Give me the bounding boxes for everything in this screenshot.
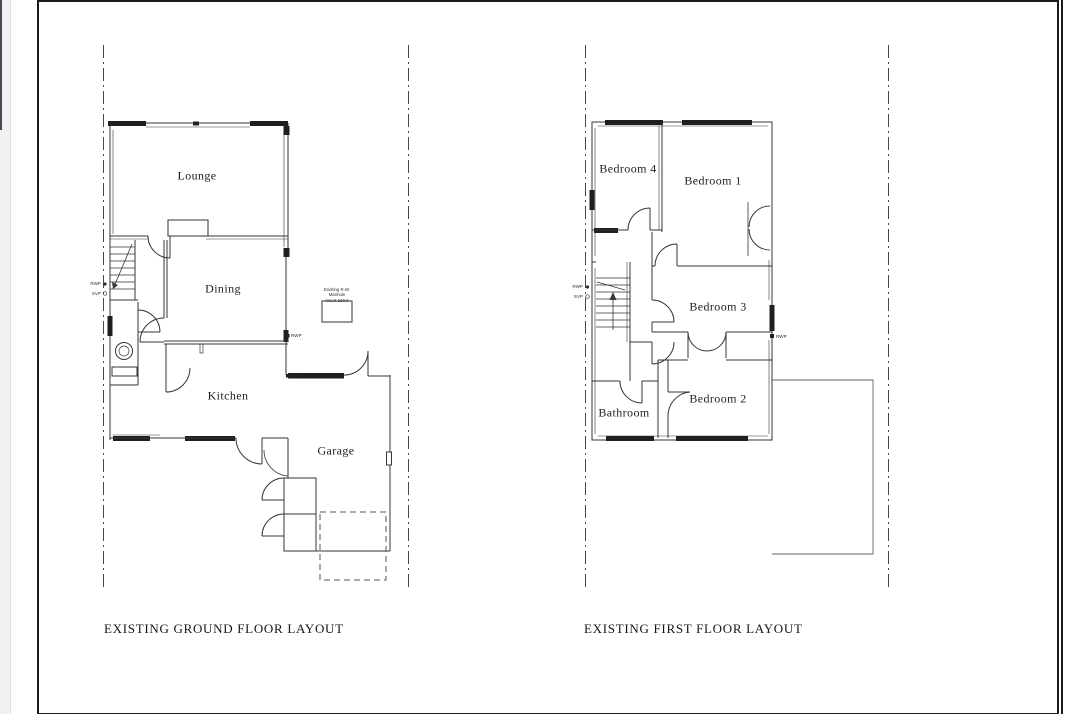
door-bedroom1 [654,243,678,267]
first-floor-caption: EXISTING FIRST FLOOR LAYOUT [584,621,803,636]
manhole-symbol [321,300,353,323]
staircase-first [596,277,630,330]
svp-marker [102,291,108,296]
staircase-ground [110,240,139,385]
dashed-outline [319,511,387,581]
svp-marker [585,294,590,299]
door-kitchen [165,367,191,393]
door-bedroom3 [651,299,675,323]
rwp-label: RWP [90,281,101,286]
door-bedroom2 [667,391,691,417]
svp-label: SVP [91,290,101,296]
door-landing [651,341,675,365]
svp-label: SVP [573,293,583,299]
manhole-note-line2: Invert 100.0 [325,297,349,303]
room-label-bedroom3: Bedroom 3 [689,299,747,314]
toilet-symbol [111,342,138,377]
page-margin-strip [0,0,11,714]
cupboard-doors [687,331,727,352]
room-label-garage: Garage [317,443,355,458]
rwp-marker [103,282,107,286]
chimney-breast [167,219,209,237]
room-label-bedroom2: Bedroom 2 [689,391,747,406]
garage-roof-outline [772,379,874,555]
rwp-marker [585,285,590,289]
door-rear [235,437,263,465]
rwp-label: RWP [572,284,583,289]
first-floor-drawing [585,45,889,590]
door-bedroom4 [627,207,651,231]
room-label-kitchen: Kitchen [207,388,249,403]
manhole-note: Existing R.W. Manhole Invert 100.0 [315,287,359,303]
rwp-label: RWP [776,334,787,339]
drawing-sheet-border-outer [1061,0,1063,714]
rwp-label: RWP [291,333,302,338]
manhole-note-line1: Existing R.W. Manhole [323,287,351,298]
door-dining [139,317,165,343]
room-label-lounge: Lounge [177,168,217,183]
room-label-bedroom1: Bedroom 1 [684,173,742,188]
page-margin-edge [0,0,2,130]
door-bathroom [619,380,643,404]
garage-walls [261,350,392,552]
ground-floor-caption: EXISTING GROUND FLOOR LAYOUT [104,621,344,636]
room-label-bedroom4: Bedroom 4 [599,161,657,176]
closet-bedroom1 [747,202,771,256]
door-wc [137,309,161,333]
svp-label: SVP [291,373,301,378]
room-label-bathroom: Bathroom [598,405,650,420]
ground-floor-drawing [102,45,409,590]
room-label-dining: Dining [205,281,241,296]
